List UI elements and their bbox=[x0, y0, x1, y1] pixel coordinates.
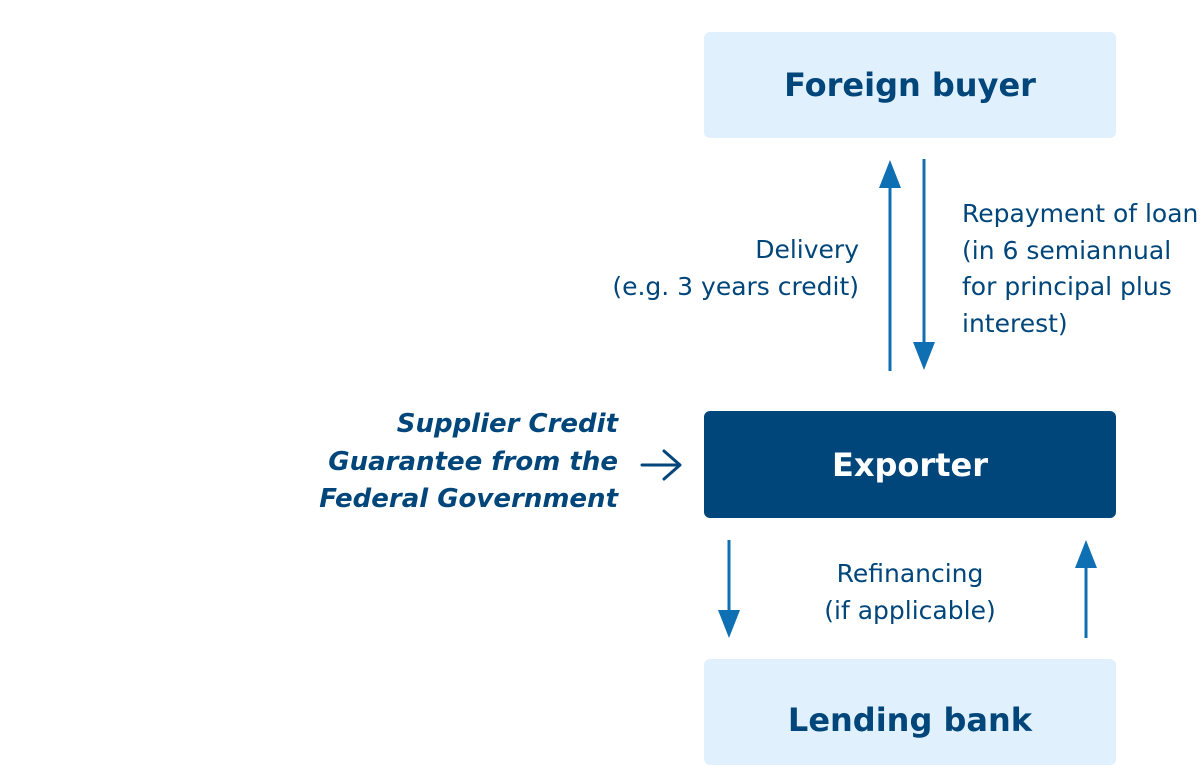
delivery-label: Delivery (e.g. 3 years credit) bbox=[612, 232, 859, 305]
delivery-label-line: Delivery bbox=[755, 235, 859, 264]
refinancing-up-arrow bbox=[1075, 540, 1097, 638]
refinancing-down-arrow bbox=[718, 540, 740, 638]
refinancing-label-line: Refinancing bbox=[836, 559, 984, 588]
exporter-label: Exporter bbox=[832, 445, 988, 484]
guarantee-label-line: Supplier Credit bbox=[396, 409, 618, 439]
repayment-label-line: (in 6 semiannual bbox=[962, 235, 1172, 265]
flow-arrows bbox=[640, 159, 1097, 638]
delivery-arrow bbox=[879, 160, 901, 371]
foreign-buyer-label: Foreign buyer bbox=[784, 66, 1036, 104]
repayment-label: Repayment of loan (in 6 semiannual for p… bbox=[962, 196, 1198, 342]
repayment-label-line: interest) bbox=[962, 308, 1068, 338]
repayment-label-line: for principal plus bbox=[962, 272, 1172, 301]
guarantee-label: Supplier Credit Guarantee from the Feder… bbox=[319, 406, 618, 519]
repayment-label-line: Repayment of loan bbox=[962, 199, 1199, 228]
refinancing-label: Refinancing (if applicable) bbox=[824, 556, 995, 629]
exporter-box: Exporter bbox=[704, 411, 1116, 518]
guarantee-label-line: Federal Government bbox=[319, 484, 618, 514]
guarantee-arrow-icon bbox=[640, 449, 682, 481]
delivery-label-line: (e.g. 3 years credit) bbox=[612, 271, 859, 301]
refinancing-label-line: (if applicable) bbox=[824, 595, 996, 625]
foreign-buyer-box: Foreign buyer bbox=[704, 32, 1116, 138]
guarantee-label-line: Guarantee from the bbox=[328, 446, 618, 477]
repayment-arrow bbox=[913, 159, 935, 370]
